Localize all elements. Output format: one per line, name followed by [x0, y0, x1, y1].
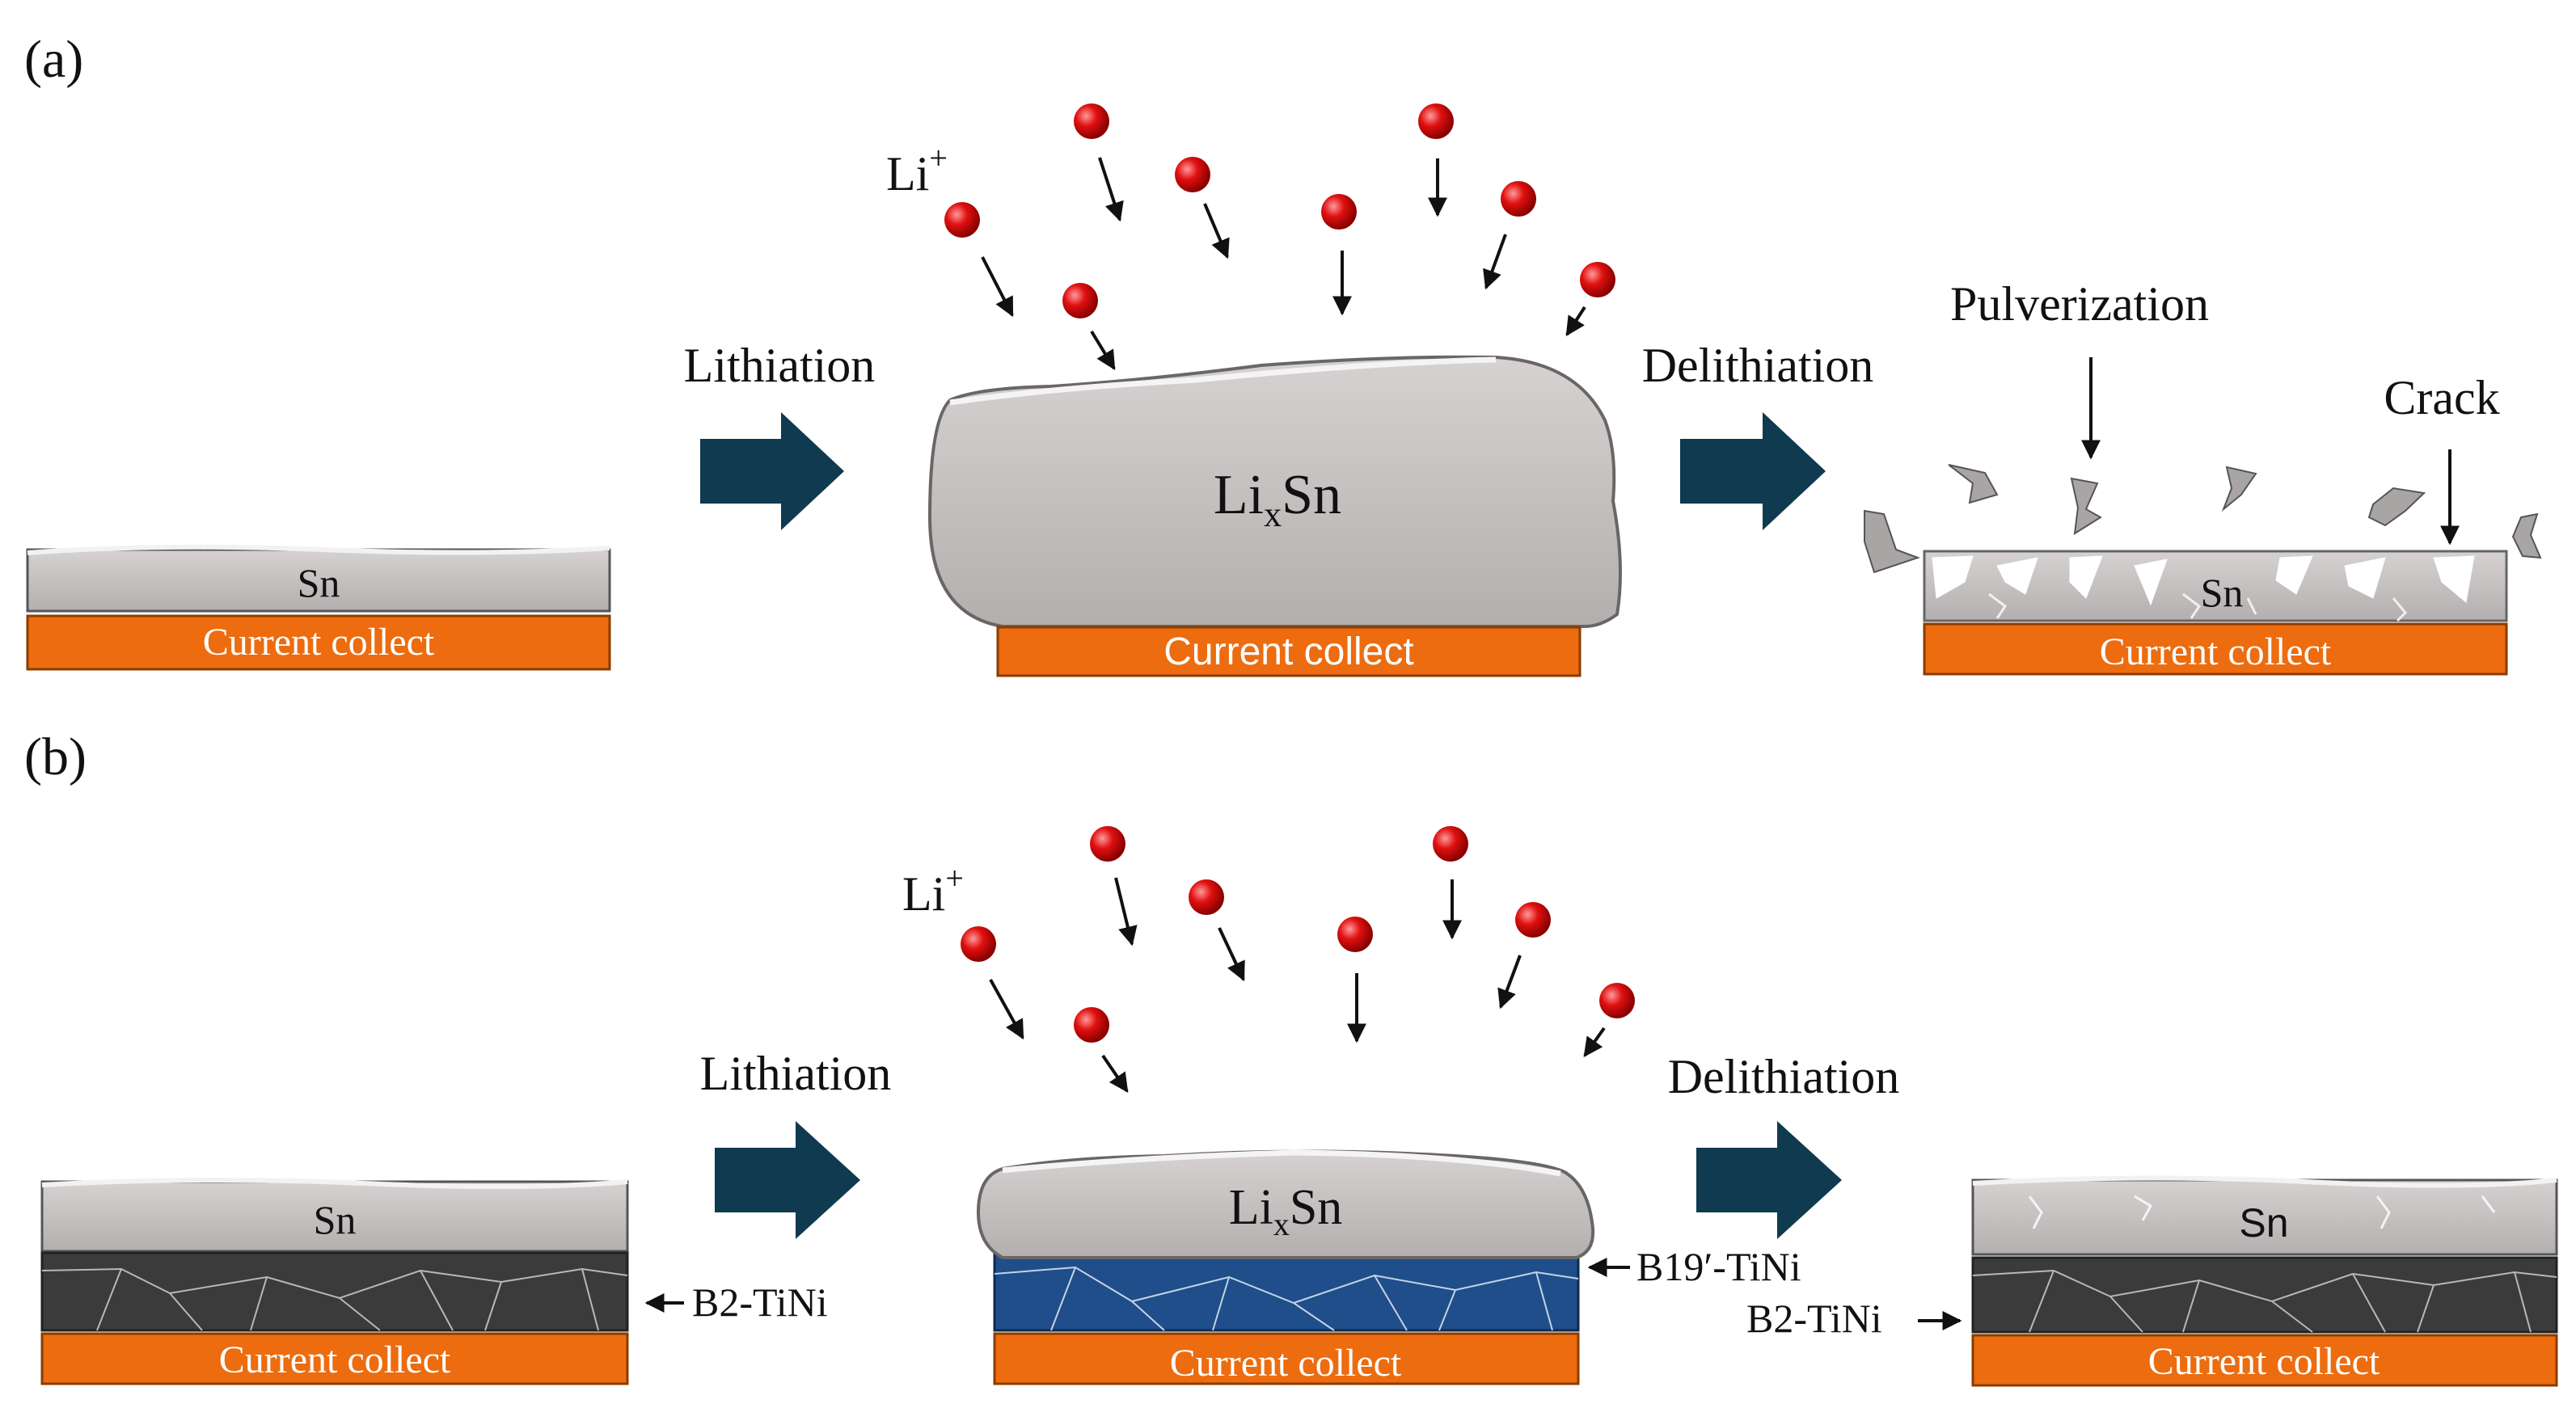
li-ion: [1433, 826, 1468, 940]
panel-a-lithiated-collector-label: Current collect: [1163, 630, 1413, 673]
panel-a-initial-electrode: Sn Current collect: [26, 544, 611, 671]
panel-b-li-ions: [961, 826, 1635, 1093]
panel-b-final-sn-layer: [1971, 1178, 2558, 1256]
panel-b-li-ion-label: Li+: [902, 860, 964, 921]
crack-fragments: [1932, 555, 2475, 606]
li-ion: [1418, 103, 1454, 217]
fine-cracks: [1988, 592, 2408, 622]
panel-b-initial-collector-label: Current collect: [219, 1338, 451, 1381]
tini-grain-boundaries: [41, 1267, 628, 1331]
panel-b-initial-sn-label: Sn: [314, 1197, 357, 1242]
panel-a-lithiation-label: Lithiation: [684, 339, 876, 392]
li-ion: [1583, 983, 1635, 1057]
panel-a: (a) Sn Current collect Lithiation Li+: [24, 30, 2542, 677]
li-ion: [944, 202, 1014, 318]
panel-b-initial-sn-layer: [40, 1180, 629, 1253]
panel-b-lithiated-collector: [993, 1332, 1580, 1385]
panel-a-lixsn-blob: [927, 355, 1622, 628]
li-ion: [1062, 283, 1116, 371]
panel-b-final-collector: [1971, 1334, 2558, 1387]
panel-a-lithiated-collector: [996, 626, 1581, 677]
li-ion: [1090, 826, 1138, 946]
panel-b-lithiated-collector-label: Current collect: [1170, 1342, 1402, 1385]
sn-fine-cracks: [2028, 1195, 2496, 1229]
li-ion: [1074, 103, 1124, 222]
panel-a-final-collector: [1923, 622, 2508, 676]
panel-a-initial-sn-layer: [26, 548, 611, 613]
panel-a-li-ion-label: Li+: [886, 140, 948, 200]
li-ion: [1483, 181, 1536, 290]
panel-a-lithiated-electrode: LixSn Current collect: [927, 355, 1622, 677]
panel-a-pulverized-electrode: Sn Current collect Pulverization Crack: [1864, 277, 2542, 676]
panel-a-initial-collector: [26, 614, 611, 671]
panel-b-lithiation-label: Lithiation: [700, 1047, 892, 1100]
li-ion: [1337, 917, 1373, 1043]
panel-b-delithiation-label: Delithiation: [1668, 1050, 1900, 1103]
panel-a-label: (a): [24, 30, 83, 89]
panel-b-initial-collector: [40, 1332, 629, 1385]
panel-a-initial-collector-label: Current collect: [203, 621, 435, 664]
li-ion: [961, 926, 1024, 1040]
final-tini-grain-boundaries: [1972, 1269, 2557, 1333]
b19-grain-boundaries: [994, 1266, 1579, 1331]
panel-b-lithiation-arrow: [715, 1121, 860, 1239]
panel-b-lithiated-electrode: LixSn Current collect B19′-TiNi: [976, 1149, 1801, 1385]
panel-b-recovered-electrode: Sn Current collect B2-TiNi: [1746, 1175, 2558, 1387]
panel-b-final-tini-layer: [1971, 1256, 2558, 1334]
panel-a-delithiation-label: Delithiation: [1642, 339, 1874, 392]
panel-a-delithiation-arrow: [1680, 412, 1826, 530]
b2-right-label: B2-TiNi: [1746, 1296, 1882, 1341]
panel-b-initial-tini-layer: [40, 1251, 629, 1332]
li-ion: [1321, 194, 1357, 316]
panel-b-delithiation-arrow: [1696, 1121, 1842, 1239]
panel-a-final-collector-label: Current collect: [2100, 630, 2332, 673]
li-ion: [1189, 879, 1245, 982]
panel-a-initial-sn-label: Sn: [298, 560, 340, 605]
li-ion: [1074, 1007, 1129, 1093]
panel-b-initial-electrode: Sn Current collect B2-TiNi: [40, 1177, 828, 1385]
panel-b: (b) Sn Current collect B2-TiNi Lithiatio…: [24, 727, 2558, 1387]
panel-a-lixsn-label: LixSn: [1214, 464, 1341, 534]
panel-b-final-collector-label: Current collect: [2148, 1340, 2380, 1383]
li-ion: [1497, 902, 1551, 1010]
panel-a-li-ions: [944, 103, 1615, 371]
crack-label: Crack: [2384, 371, 2499, 424]
panel-a-final-sn-label: Sn: [2201, 570, 2244, 615]
pulverization-label: Pulverization: [1950, 277, 2209, 331]
b19-label: B19′-TiNi: [1636, 1244, 1801, 1289]
panel-b-final-sn-label: Sn: [2239, 1200, 2288, 1246]
pulverized-particles: [1864, 464, 2542, 574]
panel-b-label: (b): [24, 727, 87, 786]
panel-b-lixsn-label: LixSn: [1229, 1180, 1343, 1242]
panel-a-lithiation-arrow: [700, 412, 844, 530]
li-ion: [1565, 262, 1615, 337]
b2-left-label: B2-TiNi: [692, 1279, 828, 1325]
li-ion: [1175, 157, 1230, 259]
